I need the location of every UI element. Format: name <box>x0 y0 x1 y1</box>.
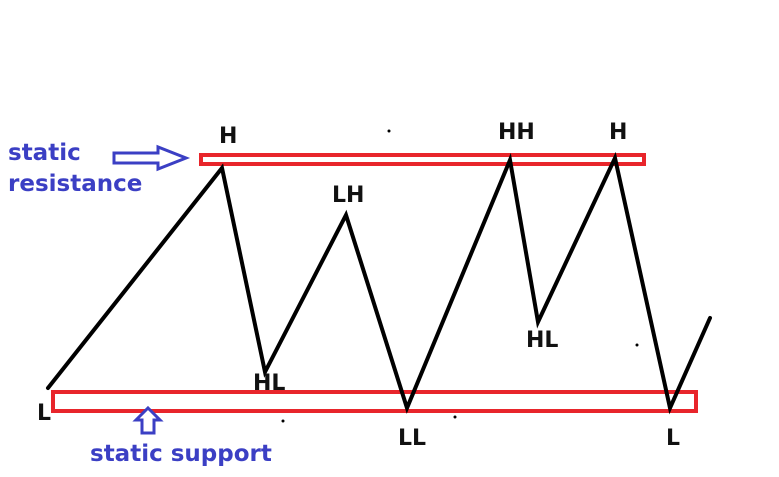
stray-dot <box>387 129 391 133</box>
swing-label-hl: HL <box>253 371 285 396</box>
swing-label-h: H <box>219 124 237 149</box>
swing-label-l: L <box>666 426 680 451</box>
resistance-arrow-icon <box>112 144 191 172</box>
stray-dot <box>635 343 639 347</box>
stray-dot <box>281 419 285 423</box>
support-arrow-icon <box>132 405 164 435</box>
resistance-annotation-line2: resistance <box>8 171 142 197</box>
swing-label-ll: LL <box>398 426 426 451</box>
swing-label-hl: HL <box>526 328 558 353</box>
swing-label-lh: LH <box>332 183 364 208</box>
swing-label-hh: HH <box>498 120 535 145</box>
stray-dot <box>453 415 457 419</box>
resistance-level-box <box>199 153 646 166</box>
price-zigzag-line <box>46 151 712 415</box>
resistance-annotation-line1: static <box>8 140 81 166</box>
swing-label-l: L <box>37 401 51 426</box>
swing-label-h: H <box>609 120 627 145</box>
support-annotation: static support <box>90 441 272 467</box>
support-level-box <box>51 390 698 413</box>
